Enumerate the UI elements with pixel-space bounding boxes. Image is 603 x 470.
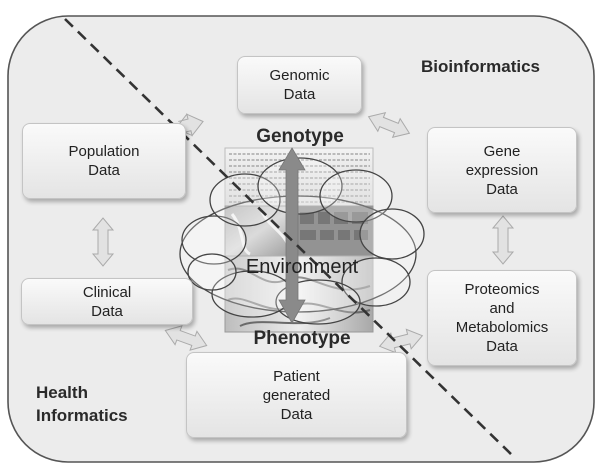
genotype-label: Genotype	[256, 126, 344, 147]
environment-label: Environment	[246, 256, 359, 278]
proteomics-metabolomics-data-box: Proteomics and Metabolomics Data	[427, 270, 577, 366]
arrow-clinical-patient	[164, 325, 208, 351]
clinical-data-label: Clinical Data	[82, 283, 132, 320]
genotype-phenotype-arrow	[278, 147, 306, 324]
arrow-genomic-geneexp	[367, 112, 411, 138]
arrow-geneexp-proteomics	[491, 215, 515, 265]
xray-image	[224, 205, 296, 257]
health-informatics-line1: Health	[36, 383, 88, 402]
proteomics-metabolomics-data-label: Proteomics and Metabolomics Data	[455, 281, 549, 355]
gene-expression-data-label: Gene expression Data	[465, 142, 539, 198]
population-data-label: Population Data	[68, 143, 140, 179]
phenotype-label: Phenotype	[253, 328, 350, 349]
clinical-data-box: Clinical Data	[21, 278, 193, 325]
patient-generated-data-box: Patient generated Data	[186, 352, 407, 438]
diagonal-divider	[64, 18, 514, 457]
health-informatics-line2: Informatics	[36, 406, 128, 425]
health-informatics-label: Health Informatics	[36, 381, 128, 427]
genomic-data-label: Genomic Data	[269, 67, 330, 103]
genomic-data-box: Genomic Data	[237, 56, 362, 114]
population-data-box: Population Data	[22, 123, 186, 199]
gene-expression-data-box: Gene expression Data	[427, 127, 577, 213]
bioinformatics-label: Bioinformatics	[421, 57, 541, 76]
arrow-population-clinical	[91, 217, 115, 267]
patient-generated-data-label: Patient generated Data	[262, 367, 331, 423]
